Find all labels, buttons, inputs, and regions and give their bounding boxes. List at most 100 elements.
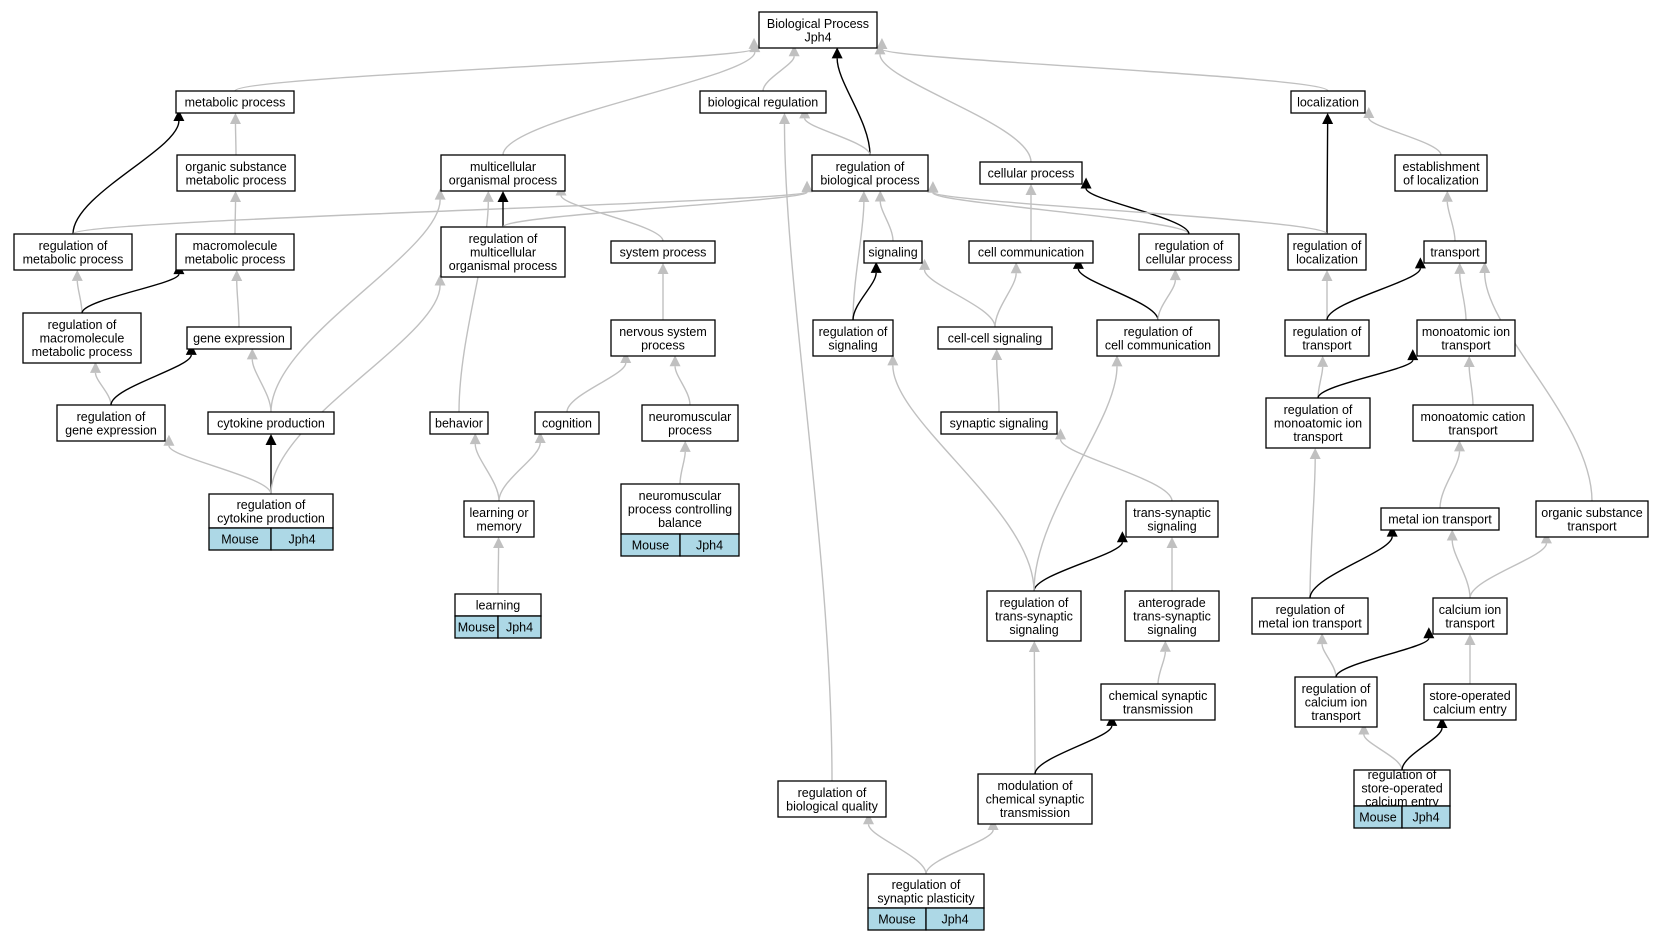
edge-calcium-to-orgsubtrans (1469, 543, 1548, 599)
term-label-line: system process (620, 246, 707, 260)
term-node-synsig[interactable]: synaptic signaling (940, 411, 1058, 435)
arrowhead-modchemsyn-to-regtranssyn (1028, 640, 1040, 652)
term-label-line: regulation of (1368, 768, 1437, 782)
edge-regmet-to-metabolic (72, 120, 180, 235)
edge-regmet-to-regbio (72, 190, 808, 235)
term-node-bioreg[interactable]: biological regulation (699, 90, 827, 114)
term-box (1265, 397, 1371, 449)
arrowhead-regmonoion-to-monoion (1407, 349, 1419, 361)
term-label-line: signaling (1147, 519, 1196, 533)
arrowhead-regmetalion-to-regmonoion (1309, 447, 1321, 459)
term-label-line: cellular process (1146, 252, 1233, 266)
arrowhead-nervous-to-system (657, 263, 669, 274)
arrowhead-regcalcium-to-regmetalion (1316, 633, 1328, 645)
term-node-cellcell[interactable]: cell-cell signaling (937, 326, 1053, 350)
term-node-localization[interactable]: localization (1290, 90, 1366, 114)
edge-regsynplast-to-regbioqual (867, 823, 927, 875)
term-box (463, 500, 535, 538)
term-box (1380, 507, 1500, 531)
term-label-line: regulation of (1124, 325, 1193, 339)
arrowhead-chemsyn-to-antero (1159, 640, 1171, 652)
annotation-cell (270, 527, 334, 551)
graph-edges (71, 37, 1593, 875)
arrowhead-calcium-to-metalion (1446, 529, 1458, 541)
arrowhead-learnmem-to-cognition (534, 431, 546, 443)
term-box (1287, 233, 1367, 271)
term-label-line: regulation of (48, 318, 117, 332)
term-label-line: biological process (820, 173, 919, 187)
term-node-metalion[interactable]: metal ion transport (1380, 507, 1500, 531)
term-label-line: multicellular (470, 160, 536, 174)
arrowhead-regsoce-to-soce (1436, 716, 1448, 728)
edge-regcalcium-to-regmetalion (1321, 644, 1337, 678)
arrowhead-regmulti-to-multicell (497, 191, 509, 202)
edge-regtranssyn-to-regsig (892, 365, 1035, 592)
edge-regcalcium-to-calcium (1335, 637, 1430, 678)
edge-regsynplast-to-modchemsyn (925, 829, 994, 875)
term-box (812, 319, 894, 357)
term-node-metabolic[interactable]: metabolic process (175, 90, 295, 114)
arrowhead-metalion-to-monocation (1454, 440, 1466, 452)
edge-neurobal-to-neuromusc (679, 451, 686, 485)
term-node-cellular[interactable]: cellular process (979, 161, 1083, 185)
term-box (977, 773, 1093, 825)
annotation-cell (679, 533, 740, 557)
arrowhead-regcytokine-to-cytokine (265, 434, 277, 445)
term-node-transport[interactable]: transport (1423, 240, 1487, 264)
term-node-geneexp[interactable]: gene expression (186, 326, 292, 350)
term-node-cytokine[interactable]: cytokine production (207, 411, 335, 435)
term-label-line: transport (1445, 616, 1495, 630)
term-node-signaling[interactable]: signaling (863, 240, 923, 264)
term-node-behavior[interactable]: behavior (429, 411, 489, 435)
edge-reggeneexp-to-regmacro (94, 372, 112, 406)
arrowhead-antero-to-transsyn (1166, 537, 1178, 548)
term-node-cellcomm[interactable]: cell communication (968, 240, 1094, 264)
term-node-cognition[interactable]: cognition (534, 411, 600, 435)
term-node-system[interactable]: system process (610, 240, 716, 264)
term-label-line: monoatomic ion (1274, 417, 1362, 431)
term-label-line: cell communication (1105, 338, 1211, 352)
term-label-line: macromolecule (40, 332, 125, 346)
arrowhead-regsoce-to-regcalcium (1358, 723, 1370, 735)
edge-regmonoion-to-regtransport (1317, 366, 1324, 399)
term-box (940, 411, 1058, 435)
edge-cellcell-to-cellcomm (994, 273, 1017, 328)
